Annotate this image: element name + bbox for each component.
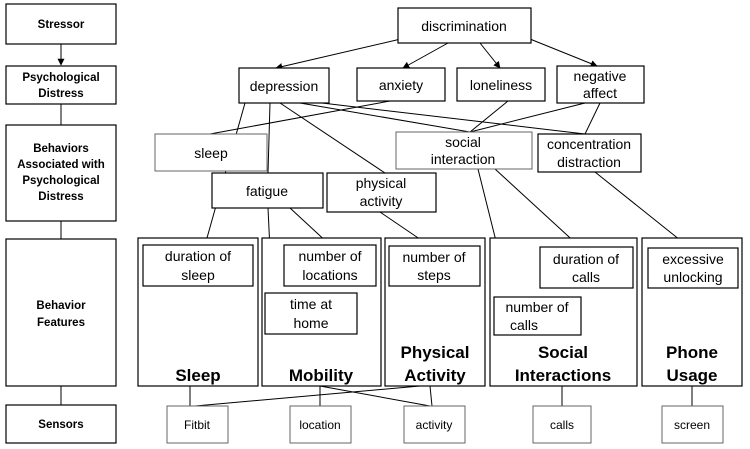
edge-negaffect-concentration — [584, 102, 601, 135]
category-social-line-2: Interactions — [515, 366, 611, 385]
edge-discrimination-negative-affect — [524, 36, 598, 67]
edge-mobility-activity — [319, 385, 431, 407]
node-anxiety-label: anxiety — [379, 77, 423, 93]
edge-depression-concentration — [321, 102, 586, 135]
feature-num-calls-line-1: number of — [505, 299, 568, 315]
feature-steps-line-1: number of — [402, 249, 465, 265]
node-social-interaction-line-2: interaction — [431, 151, 496, 167]
edge-negaffect-social — [469, 102, 586, 133]
feature-duration-of-calls: duration of calls — [539, 246, 634, 289]
node-physical-activity-line-2: activity — [360, 193, 403, 209]
edge-discrimination-loneliness — [479, 42, 501, 69]
feature-unlocking-line-2: unlocking — [663, 269, 722, 285]
feature-time-home-line-2: home — [293, 315, 328, 331]
sensor-location-label: location — [299, 418, 340, 432]
feature-duration-sleep-line-1: duration of — [165, 248, 231, 264]
node-concentration-distraction: concentration distraction — [537, 133, 642, 173]
feature-duration-calls-line-2: calls — [572, 269, 600, 285]
sensor-screen-label: screen — [674, 418, 710, 432]
category-social-line-1: Social — [538, 343, 588, 362]
sensor-fitbit-label: Fitbit — [184, 418, 211, 432]
feature-num-locations-line-2: locations — [302, 267, 357, 283]
node-anxiety: anxiety — [356, 67, 446, 102]
category-phone-line-1: Phone — [666, 343, 718, 362]
level-psychological-distress: Psychological Distress — [5, 65, 117, 105]
edge-depression-physical — [279, 102, 386, 174]
node-loneliness-label: loneliness — [470, 77, 532, 93]
edge-depression-fatigue — [267, 102, 271, 174]
feature-excessive-unlocking: excessive unlocking — [647, 247, 739, 289]
category-physical-line-1: Physical — [401, 343, 470, 362]
node-negative-affect: negative affect — [556, 65, 645, 104]
node-fatigue-label: fatigue — [246, 183, 288, 199]
sensor-activity: activity — [403, 405, 466, 444]
node-negative-affect-line-1: negative — [574, 68, 627, 84]
level-stressor: Stressor — [5, 3, 117, 45]
feature-time-home-line-1: time at — [290, 296, 332, 312]
sensor-screen: screen — [661, 405, 724, 444]
feature-time-at-home: time at home — [264, 292, 358, 335]
feature-unlocking-line-1: excessive — [662, 251, 724, 267]
category-sleep-label: Sleep — [175, 366, 220, 385]
node-loneliness: loneliness — [456, 67, 546, 102]
node-sleep-behavior-label: sleep — [194, 145, 228, 161]
feature-number-of-steps: number of steps — [388, 245, 481, 287]
edge-depression-social — [299, 102, 471, 133]
level-stressor-label: Stressor — [38, 19, 85, 31]
edge-physical-activity-sensor — [429, 385, 433, 407]
category-phone-line-2: Usage — [666, 366, 717, 385]
level-features-line-1: Behavior — [36, 300, 86, 312]
edge-anxiety-sleep — [209, 100, 391, 135]
node-concentration-line-2: distraction — [557, 154, 621, 170]
node-fatigue: fatigue — [211, 172, 324, 209]
feature-number-of-locations: number of locations — [283, 244, 377, 287]
sensor-fitbit: Fitbit — [166, 405, 229, 444]
feature-number-of-calls: number of calls — [493, 296, 582, 336]
edge-discrimination-anxiety — [402, 42, 449, 69]
category-mobility-label: Mobility — [289, 366, 354, 385]
edge-discrimination-depression — [275, 37, 406, 70]
edge-concentration-unlocking — [594, 171, 691, 249]
feature-duration-of-sleep: duration of sleep — [142, 244, 254, 287]
level-behaviors-line-1: Behaviors — [33, 143, 89, 155]
node-sleep-behavior: sleep — [154, 133, 268, 172]
level-features: Behavior Features — [5, 238, 117, 387]
feature-num-calls-line-2: calls — [510, 317, 538, 333]
node-concentration-line-1: concentration — [547, 136, 631, 152]
feature-duration-sleep-line-2: sleep — [181, 267, 215, 283]
level-distress-line-2: Distress — [38, 88, 83, 100]
node-discrimination: discrimination — [397, 7, 532, 44]
level-sensors-label: Sensors — [38, 419, 83, 431]
node-social-interaction-line-1: social — [445, 134, 481, 150]
level-distress-line-1: Psychological — [22, 72, 99, 84]
edge-loneliness-social — [469, 100, 509, 133]
level-behaviors: Behaviors Associated with Psychological … — [5, 124, 117, 222]
level-behaviors-line-2: Associated with — [17, 159, 105, 171]
level-column: Stressor Psychological Distress Behavior… — [5, 3, 117, 444]
sensor-calls: calls — [532, 405, 592, 444]
node-depression-label: depression — [250, 78, 319, 94]
feature-num-locations-line-1: number of — [298, 248, 361, 264]
feature-duration-calls-line-1: duration of — [553, 251, 619, 267]
node-physical-activity-behavior: physical activity — [326, 172, 437, 213]
node-discrimination-label: discrimination — [421, 18, 507, 34]
node-physical-activity-line-1: physical — [356, 175, 407, 191]
category-physical-line-2: Activity — [404, 366, 466, 385]
level-features-line-2: Features — [37, 317, 85, 329]
sensor-calls-label: calls — [550, 418, 574, 432]
node-depression: depression — [238, 67, 330, 104]
edge-social-duration-calls — [494, 168, 581, 248]
level-behaviors-line-3: Psychological — [22, 175, 99, 187]
node-negative-affect-line-2: affect — [583, 85, 617, 101]
node-social-interaction: social interaction — [395, 131, 533, 170]
edge-physical-fitbit — [194, 385, 421, 407]
sensor-activity-label: activity — [416, 418, 453, 432]
feature-steps-line-2: steps — [417, 267, 450, 283]
level-behaviors-line-4: Distress — [38, 191, 83, 203]
level-sensors: Sensors — [5, 404, 117, 444]
sensor-location: location — [289, 405, 352, 444]
